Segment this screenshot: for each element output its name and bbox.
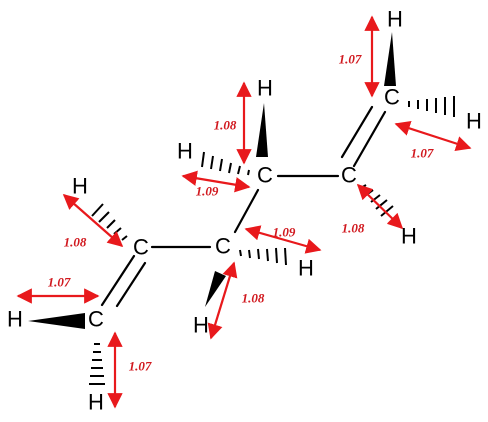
carbon-skeleton (100, 105, 387, 308)
bond-c5-c6-second (340, 105, 374, 159)
wedge-c4-h4 (256, 103, 268, 157)
arrow-c2-h5 (62, 193, 124, 248)
hash-c6-h10 (408, 96, 455, 117)
wedge-c1-h1 (28, 313, 85, 329)
atom-h1: H (7, 307, 23, 332)
length-c6-h6: 1.07 (339, 52, 362, 67)
atom-h7: H (298, 256, 314, 281)
hash-c3-h7 (239, 247, 287, 266)
hash-c5-h9 (360, 184, 394, 217)
hash-c4-h8 (201, 151, 250, 176)
bond-length-labels: 1.07 1.07 1.08 1.08 1.09 1.09 1.08 1.08 … (48, 52, 434, 374)
bond-c1-c2 (100, 254, 136, 307)
atom-labels: C C C C C C H H H H H H H H H H (7, 7, 482, 415)
arrow-c6-h10 (394, 120, 472, 152)
length-c2-h5: 1.08 (64, 235, 87, 250)
atom-c1: C (88, 307, 104, 332)
measurement-arrows (16, 15, 472, 409)
wedge-c6-h6 (384, 32, 396, 86)
length-c6-h10: 1.07 (411, 146, 434, 161)
atom-h8: H (177, 139, 193, 164)
length-c1-h2: 1.07 (129, 359, 152, 374)
atom-h5: H (72, 174, 88, 199)
atom-h3: H (193, 313, 209, 338)
atom-c6: C (384, 85, 400, 110)
atom-c2: C (133, 235, 149, 260)
hash-c1-h2 (89, 343, 105, 385)
atom-h9: H (401, 224, 417, 249)
length-c3-h3: 1.08 (242, 291, 265, 306)
atom-c5: C (341, 163, 357, 188)
atom-h6: H (387, 7, 403, 32)
arrow-c4-h8 (181, 170, 251, 193)
length-c3-h7: 1.09 (273, 225, 296, 240)
bond-c5-c6 (352, 110, 387, 168)
atom-h4: H (257, 76, 273, 101)
atom-c4: C (257, 163, 273, 188)
length-c4-h4: 1.08 (214, 118, 237, 133)
bond-c1-c2-second (115, 261, 147, 308)
arrow-c5-h9 (356, 183, 404, 230)
atom-h2: H (88, 390, 104, 415)
length-c1-h1: 1.07 (48, 275, 71, 290)
atom-c3: C (215, 234, 231, 259)
length-c5-h9: 1.08 (342, 221, 365, 236)
bond-c3-c4 (233, 188, 260, 234)
length-c4-h8: 1.09 (196, 184, 219, 199)
arrow-c3-h3 (207, 261, 238, 340)
arrow-c3-h7 (244, 225, 322, 254)
atom-h10: H (466, 109, 482, 134)
